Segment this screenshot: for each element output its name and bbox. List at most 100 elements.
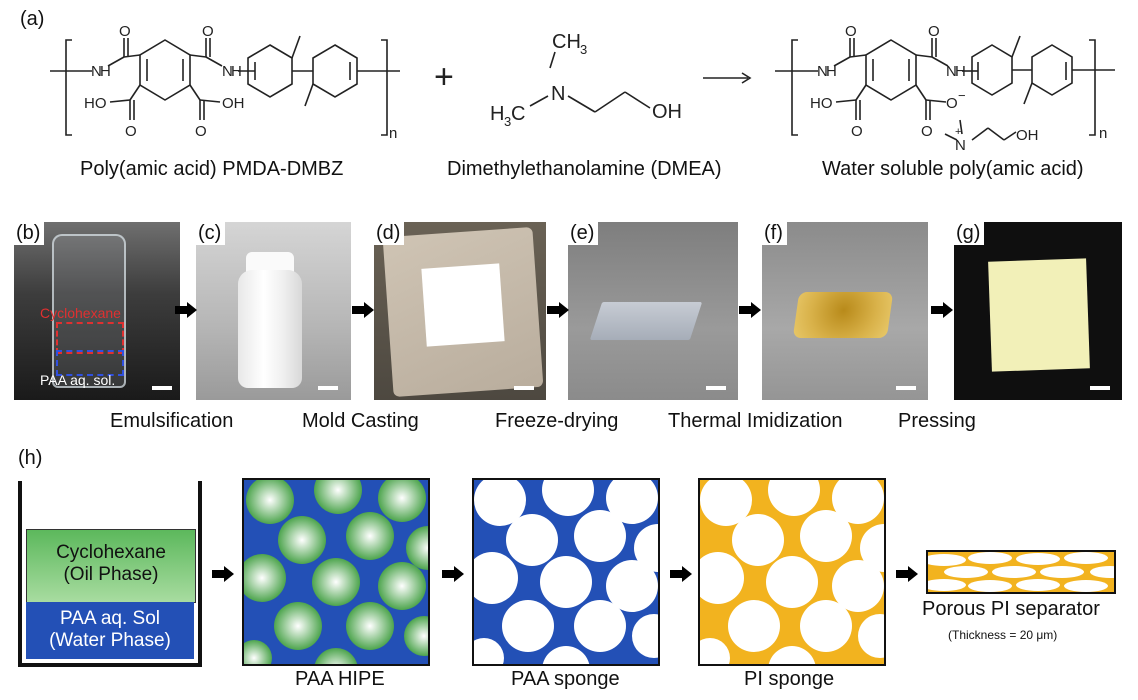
- reactant1-name: Poly(amic acid) PMDA-DMBZ: [80, 158, 344, 180]
- photo-label-g: (g): [954, 222, 985, 245]
- thickness-note: (Thickness = 20 μm): [948, 628, 1058, 642]
- prod-atom-h-2: H: [955, 63, 966, 80]
- dmea-oh: OH: [652, 101, 682, 123]
- arrow-right-icon: [670, 566, 692, 582]
- oil-phase-line1: Cyclohexane: [56, 542, 166, 563]
- step-freeze-drying: Freeze-drying: [495, 410, 619, 432]
- subscript-n-2: n: [1099, 125, 1107, 142]
- stage-label-pi-sponge: PI sponge: [744, 668, 835, 690]
- water-phase-line1: PAA aq. Sol: [60, 608, 160, 629]
- scale-bar: [318, 386, 338, 390]
- beaker: Cyclohexane (Oil Phase) PAA aq. Sol (Wat…: [18, 481, 202, 667]
- photo-g-pi-separator: (g): [954, 222, 1122, 400]
- dmea-sub3-a: 3: [580, 42, 587, 57]
- atom-n-1: N: [91, 63, 102, 80]
- atom-ho-1: HO: [84, 95, 107, 112]
- oil-phase-line2: (Oil Phase): [63, 564, 159, 585]
- cast-sample: [421, 263, 505, 347]
- prod-atom-o-1: O: [845, 23, 857, 40]
- prod-ammonium-n: N: [955, 137, 966, 154]
- photo-d-mold: (d): [374, 222, 546, 400]
- oil-phase-layer: Cyclohexane (Oil Phase): [26, 529, 196, 603]
- bottle-body: [238, 270, 302, 388]
- photo-label-f: (f): [762, 222, 787, 245]
- scale-bar: [706, 386, 726, 390]
- arrow-right-icon: [352, 302, 374, 318]
- prod-atom-o-4: O: [921, 123, 933, 140]
- prod-atom-n-2: N: [946, 63, 957, 80]
- cyclohexane-layer-box: [56, 322, 124, 354]
- dmea-c: C: [511, 103, 525, 125]
- prod-atom-h-1: H: [826, 63, 837, 80]
- plus-sign: +: [434, 58, 454, 96]
- atom-n-2: N: [222, 63, 233, 80]
- paa-layer-box: [56, 350, 124, 376]
- photo-label-d: (d): [374, 222, 405, 245]
- dmea-n: N: [551, 83, 565, 105]
- separator-label: Porous PI separator: [922, 598, 1100, 620]
- prod-atom-n-1: N: [817, 63, 828, 80]
- water-soluble-paa-structure: [775, 35, 1115, 141]
- arrow-right-icon: [931, 302, 953, 318]
- dmea-structure: [529, 51, 651, 113]
- scale-bar: [514, 386, 534, 390]
- dmea-h: H: [490, 103, 504, 125]
- photo-label-c: (c): [196, 222, 226, 245]
- product-name: Water soluble poly(amic acid): [822, 158, 1084, 180]
- prod-minus-charge: −: [958, 88, 966, 103]
- atom-o-1: O: [119, 23, 131, 40]
- porous-pi-separator-diagram: [926, 550, 1116, 594]
- dmea-sub3-b: 3: [504, 114, 511, 129]
- prod-plus-charge: +: [955, 126, 961, 138]
- arrow-right-icon: [442, 566, 464, 582]
- pi-sponge-diagram: [698, 478, 886, 666]
- bottle-neck: [246, 252, 294, 272]
- photo-b-vial: Cyclohexane PAA aq. sol. (b): [14, 222, 180, 400]
- stage-label-paa-hipe: PAA HIPE: [295, 668, 385, 690]
- dmea-ch: CH: [552, 31, 581, 53]
- arrow-right-icon: [739, 302, 761, 318]
- panel-a-label: (a): [20, 8, 45, 30]
- photo-f-pi-sponge: (f): [762, 222, 928, 400]
- prod-atom-ho: HO: [810, 95, 833, 112]
- paa-hipe-diagram: [242, 478, 430, 666]
- step-pressing: Pressing: [898, 410, 976, 432]
- paa-sponge-sample: [589, 302, 703, 340]
- scale-bar: [896, 386, 916, 390]
- pmda-dmbz-structure: [50, 35, 400, 136]
- photo-e-paa-sponge: (e): [568, 222, 738, 400]
- prod-atom-o-3: O: [851, 123, 863, 140]
- pi-sponge-sample: [792, 292, 894, 338]
- reactant2-name: Dimethylethanolamine (DMEA): [447, 158, 722, 180]
- prod-atom-o-2: O: [928, 23, 940, 40]
- paa-sponge-diagram: [472, 478, 660, 666]
- step-mold-casting: Mold Casting: [302, 410, 419, 432]
- reaction-scheme: N H O O N H HO O OH O n CH 3 N H 3 C OH …: [50, 23, 1115, 154]
- scale-bar: [152, 386, 172, 390]
- scale-bar: [1090, 386, 1110, 390]
- stage-label-paa-sponge: PAA sponge: [511, 668, 620, 690]
- photo-label-b: (b): [14, 222, 45, 245]
- arrow-right-icon: [175, 302, 197, 318]
- vial-glass: [52, 234, 126, 388]
- annotation-paa-sol: PAA aq. sol.: [40, 372, 116, 388]
- subscript-n-1: n: [389, 125, 397, 142]
- atom-h-2: H: [231, 63, 242, 80]
- water-phase-layer: PAA aq. Sol (Water Phase): [26, 602, 194, 659]
- atom-o-3: O: [125, 123, 137, 140]
- photo-c-emulsion-bottle: (c): [196, 222, 351, 400]
- atom-o-2: O: [202, 23, 214, 40]
- atom-oh-1: OH: [222, 95, 245, 112]
- arrow-right-icon: [547, 302, 569, 318]
- arrow-right-icon: [896, 566, 918, 582]
- atom-o-4: O: [195, 123, 207, 140]
- step-emulsification: Emulsification: [110, 410, 234, 432]
- prod-ammonium-oh: OH: [1016, 127, 1039, 144]
- water-phase-line2: (Water Phase): [49, 630, 171, 651]
- prod-atom-o-minus: O: [946, 95, 958, 112]
- photo-label-e: (e): [568, 222, 599, 245]
- panel-h-label: (h): [18, 447, 43, 469]
- step-thermal-imidization: Thermal Imidization: [668, 410, 843, 432]
- annotation-cyclohexane: Cyclohexane: [40, 305, 121, 321]
- pi-separator-film: [988, 258, 1090, 372]
